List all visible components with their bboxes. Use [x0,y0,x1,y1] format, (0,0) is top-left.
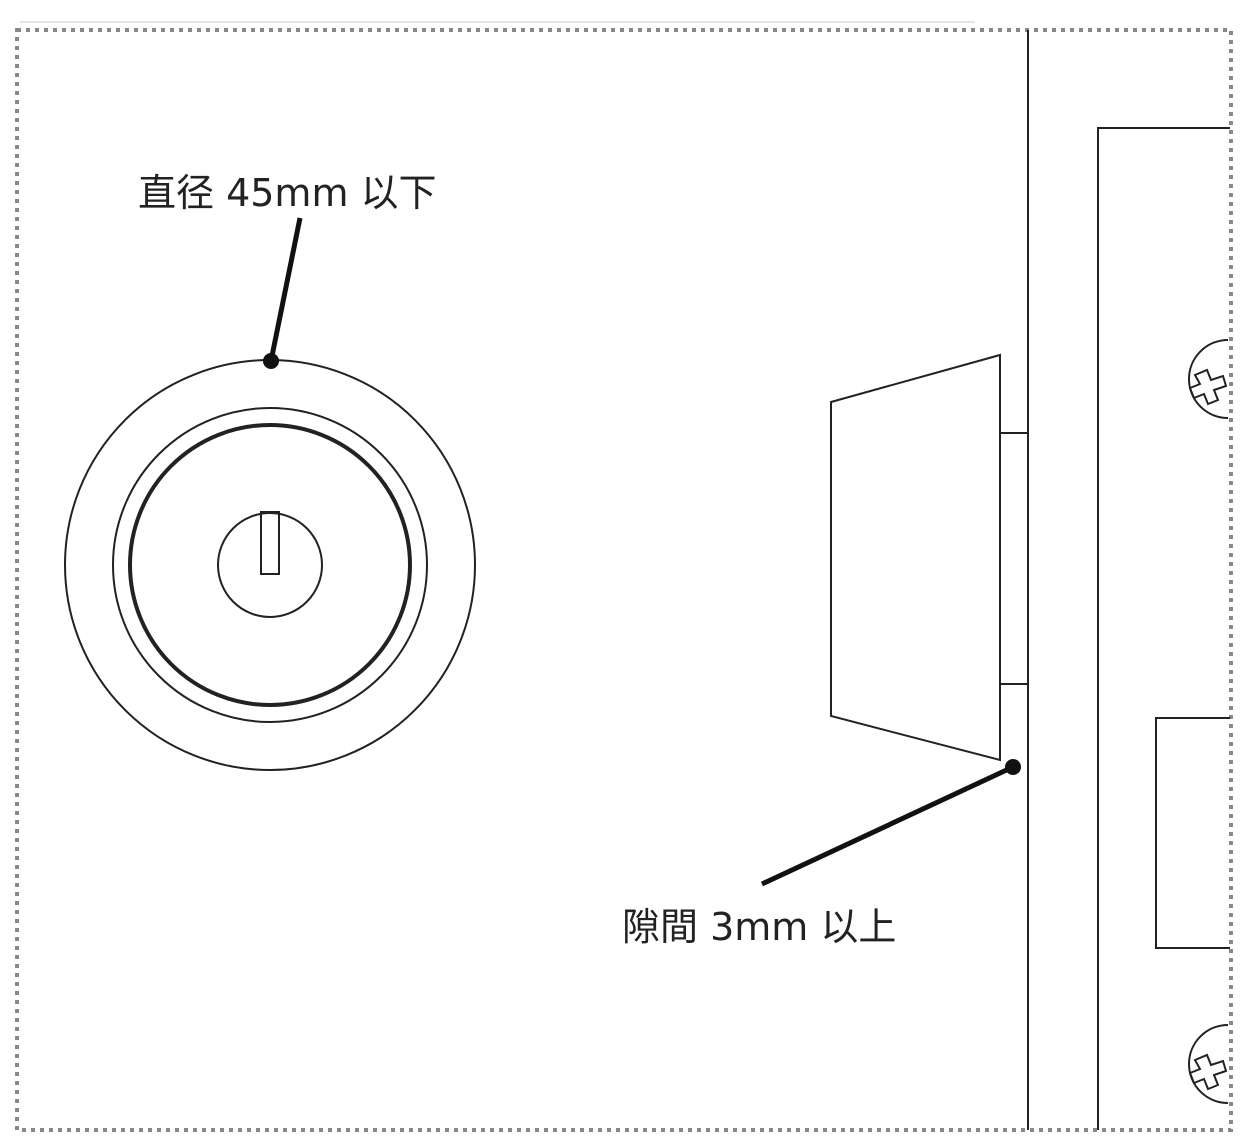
screw-icon [1188,339,1229,419]
diameter-leader [263,217,303,369]
keyhole [217,512,323,618]
dotted-border [15,28,1233,1132]
strike-plate [1155,717,1230,949]
gap-label: 隙間 3mm 以上 [622,905,897,949]
lock-cylinder [64,359,476,771]
outer-rosette [64,359,476,771]
screw-icon [1188,1024,1229,1104]
door-frame [830,30,1230,1130]
diameter-label: 直径 45mm 以下 [138,171,437,215]
gap-leader [760,759,1021,887]
thumb-turn [830,353,1001,762]
